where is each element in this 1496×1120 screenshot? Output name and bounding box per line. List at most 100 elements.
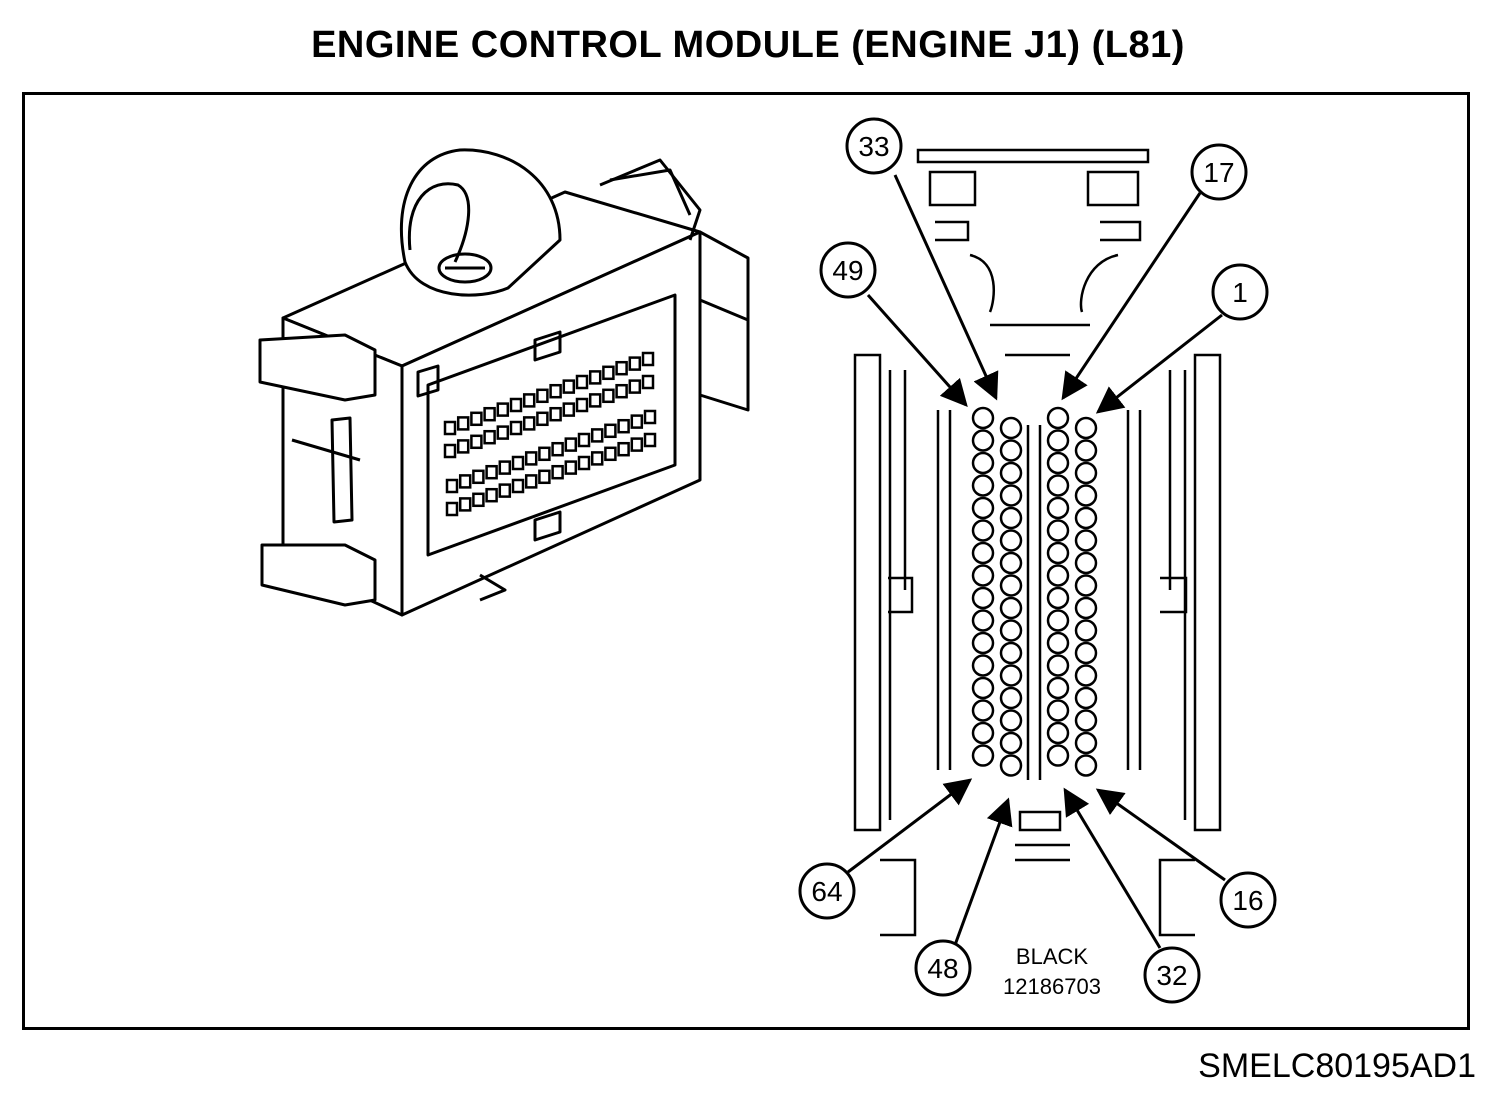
pin-cavity [472, 469, 485, 485]
pin-cavity [549, 383, 562, 399]
pin-cavity [498, 460, 512, 475]
pin-cavity [604, 423, 617, 439]
pin-circle [1046, 586, 1070, 610]
svg-text:17: 17 [1203, 157, 1234, 188]
pin-circle [1074, 574, 1098, 597]
pin-circle [1046, 429, 1070, 452]
pin-circle [1046, 519, 1070, 542]
pin-circle [1074, 754, 1098, 777]
pin-cavity [562, 402, 576, 417]
pin-circle [1046, 406, 1070, 430]
pin-circle [999, 484, 1023, 507]
pin-circle [1046, 496, 1070, 520]
pin-circle [1074, 439, 1098, 462]
pin-cavity [577, 455, 591, 471]
diagram-frame [22, 92, 1470, 1030]
pin-circle-array [971, 406, 1098, 777]
pin-circle [1046, 676, 1070, 700]
pin-circle [1046, 564, 1070, 587]
pin-cavity [630, 414, 644, 429]
leader-32 [1063, 787, 1162, 949]
pin-cavity [458, 474, 472, 489]
pin-cavity [590, 428, 604, 443]
pin-circle [999, 641, 1023, 665]
pin-circle [971, 519, 995, 542]
pin-cavity [483, 406, 496, 422]
pin-circle [999, 529, 1023, 552]
pin-circle [999, 461, 1023, 485]
pin-circle [1046, 474, 1070, 497]
pin-cavity [564, 437, 578, 452]
pin-circle [1074, 619, 1098, 642]
svg-text:32: 32 [1156, 960, 1187, 991]
pin-circle [999, 416, 1023, 440]
pin-circle [1074, 664, 1098, 687]
pin-cavity [445, 501, 459, 517]
pin-cavity [509, 397, 523, 413]
pin-circle [971, 586, 995, 610]
pin-cavity [643, 432, 657, 448]
pin-circle [1074, 416, 1098, 440]
pin-circle [1074, 641, 1098, 665]
callout-leaders [847, 174, 1226, 949]
callout-pin-17: 17 [1190, 143, 1248, 201]
pin-cavity [536, 411, 549, 427]
pin-circle [1046, 721, 1070, 745]
pin-circle [1046, 541, 1070, 565]
pin-circle [971, 451, 995, 475]
pin-circle [1046, 699, 1070, 722]
pin-cavity [562, 379, 576, 394]
connector-pin-cavities [443, 351, 657, 517]
pin-circle [971, 676, 995, 700]
pin-circle [971, 496, 995, 520]
pin-cavity [577, 432, 591, 448]
pin-cavity [538, 446, 551, 462]
pin-circle [1046, 631, 1070, 655]
pin-cavity [551, 464, 564, 480]
pin-circle [1074, 709, 1098, 732]
pin-circle [971, 744, 995, 767]
pin-callouts: 33 17 49 1 64 16 48 32 [798, 117, 1277, 1004]
document-code: SMELC80195AD1 [1198, 1047, 1476, 1085]
pin-cavity [443, 443, 457, 459]
pin-cavity [485, 464, 498, 480]
pin-cavity [588, 370, 602, 385]
connector-face-view [853, 148, 1222, 937]
pin-cavity [524, 451, 538, 466]
pin-circle [999, 439, 1023, 462]
callout-pin-32: 32 [1143, 946, 1201, 1004]
pin-circle [1074, 484, 1098, 507]
pin-circle [1074, 731, 1098, 755]
connector-color-label: BLACK [1016, 944, 1088, 969]
pin-circle [1074, 506, 1098, 530]
pin-circle [1046, 744, 1070, 767]
pin-cavity [538, 469, 551, 485]
connector-isometric-view [258, 148, 750, 617]
diagram-title: ENGINE CONTROL MODULE (ENGINE J1) (L81) [311, 24, 1185, 66]
callout-pin-64: 64 [798, 862, 856, 920]
leader-33 [893, 174, 999, 401]
pin-cavity [485, 487, 498, 503]
leader-16 [1095, 788, 1226, 882]
pin-circle [971, 654, 995, 677]
pin-cavity [604, 446, 617, 462]
pin-cavity [456, 439, 470, 454]
pin-circle [999, 709, 1023, 732]
pin-circle [1046, 654, 1070, 677]
pin-cavity [536, 388, 549, 404]
callout-pin-49: 49 [819, 241, 877, 299]
leader-49 [866, 294, 968, 408]
pin-circle [999, 664, 1023, 687]
pin-cavity [483, 429, 496, 445]
pin-circle [971, 564, 995, 587]
callout-pin-1: 1 [1211, 263, 1269, 321]
pin-cavity [524, 474, 538, 489]
pin-circle [999, 619, 1023, 642]
leader-17 [1061, 192, 1202, 401]
pin-cavity [628, 356, 642, 371]
svg-text:1: 1 [1232, 277, 1248, 308]
svg-text:33: 33 [858, 131, 889, 162]
pin-cavity [496, 402, 510, 417]
pin-cavity [575, 374, 589, 390]
